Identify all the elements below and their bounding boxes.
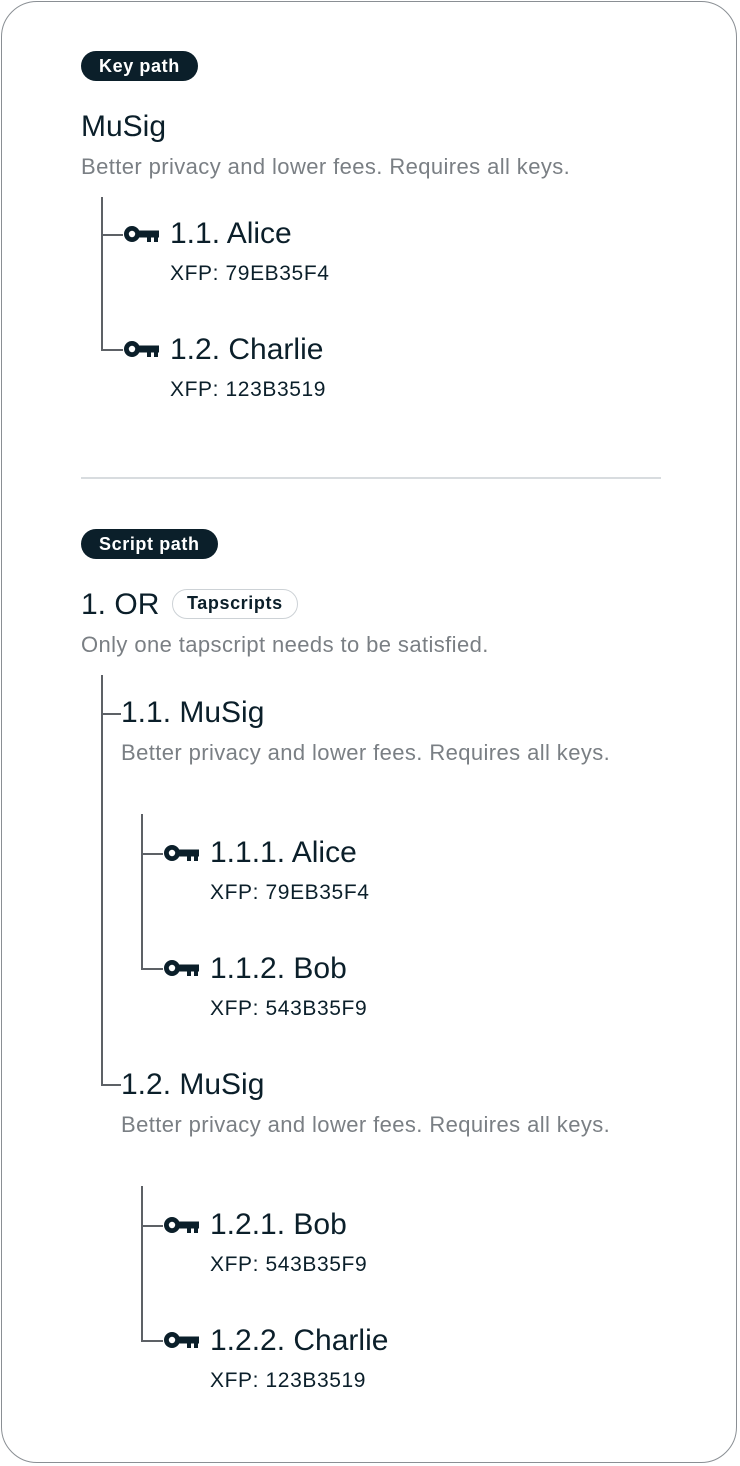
- tree-branch: [101, 349, 123, 351]
- tree-branch: [141, 968, 163, 970]
- tree-branch: [141, 1225, 163, 1227]
- key-name: 1.1. Alice: [170, 217, 292, 250]
- key-icon: [124, 226, 159, 242]
- script-path-description: Only one tapscript needs to be satisfied…: [81, 632, 489, 657]
- section-divider: [81, 477, 661, 479]
- key-xfp: XFP: 543B35F9: [210, 997, 368, 1020]
- key-name: 1.2.2. Charlie: [210, 1324, 389, 1357]
- key-path-badge: Key path: [81, 51, 198, 81]
- script-path-title: 1. OR: [81, 588, 160, 621]
- key-xfp: XFP: 123B3519: [170, 378, 327, 401]
- tree-branch: [101, 713, 121, 715]
- tree-branch: [101, 234, 123, 236]
- branch-description: Better privacy and lower fees. Requires …: [121, 740, 611, 765]
- tree-branch: [141, 1340, 163, 1342]
- key-xfp: XFP: 79EB35F4: [210, 881, 370, 904]
- key-name: 1.2.1. Bob: [210, 1208, 347, 1241]
- branch-title: 1.1. MuSig: [121, 696, 265, 729]
- tree-line: [141, 814, 143, 969]
- key-xfp: XFP: 543B35F9: [210, 1253, 368, 1276]
- key-icon: [124, 341, 159, 357]
- key-name: 1.1.1. Alice: [210, 836, 357, 869]
- tree-line: [141, 1186, 143, 1341]
- branch-description: Better privacy and lower fees. Requires …: [121, 1112, 611, 1137]
- key-icon: [164, 960, 199, 976]
- key-icon: [164, 845, 199, 861]
- key-path-title: MuSig: [81, 110, 167, 143]
- tree-line: [101, 675, 103, 1084]
- tree-branch: [141, 853, 163, 855]
- script-path-badge: Script path: [81, 529, 218, 559]
- tree-line: [101, 197, 103, 349]
- key-icon: [164, 1332, 199, 1348]
- branch-title: 1.2. MuSig: [121, 1068, 265, 1101]
- key-xfp: XFP: 79EB35F4: [170, 262, 330, 285]
- key-name: 1.2. Charlie: [170, 333, 324, 366]
- key-name: 1.1.2. Bob: [210, 952, 347, 985]
- tapscripts-tag: Tapscripts: [172, 589, 298, 619]
- key-xfp: XFP: 123B3519: [210, 1369, 367, 1392]
- key-icon: [164, 1217, 199, 1233]
- tree-branch: [101, 1084, 121, 1086]
- key-path-description: Better privacy and lower fees. Requires …: [81, 154, 571, 179]
